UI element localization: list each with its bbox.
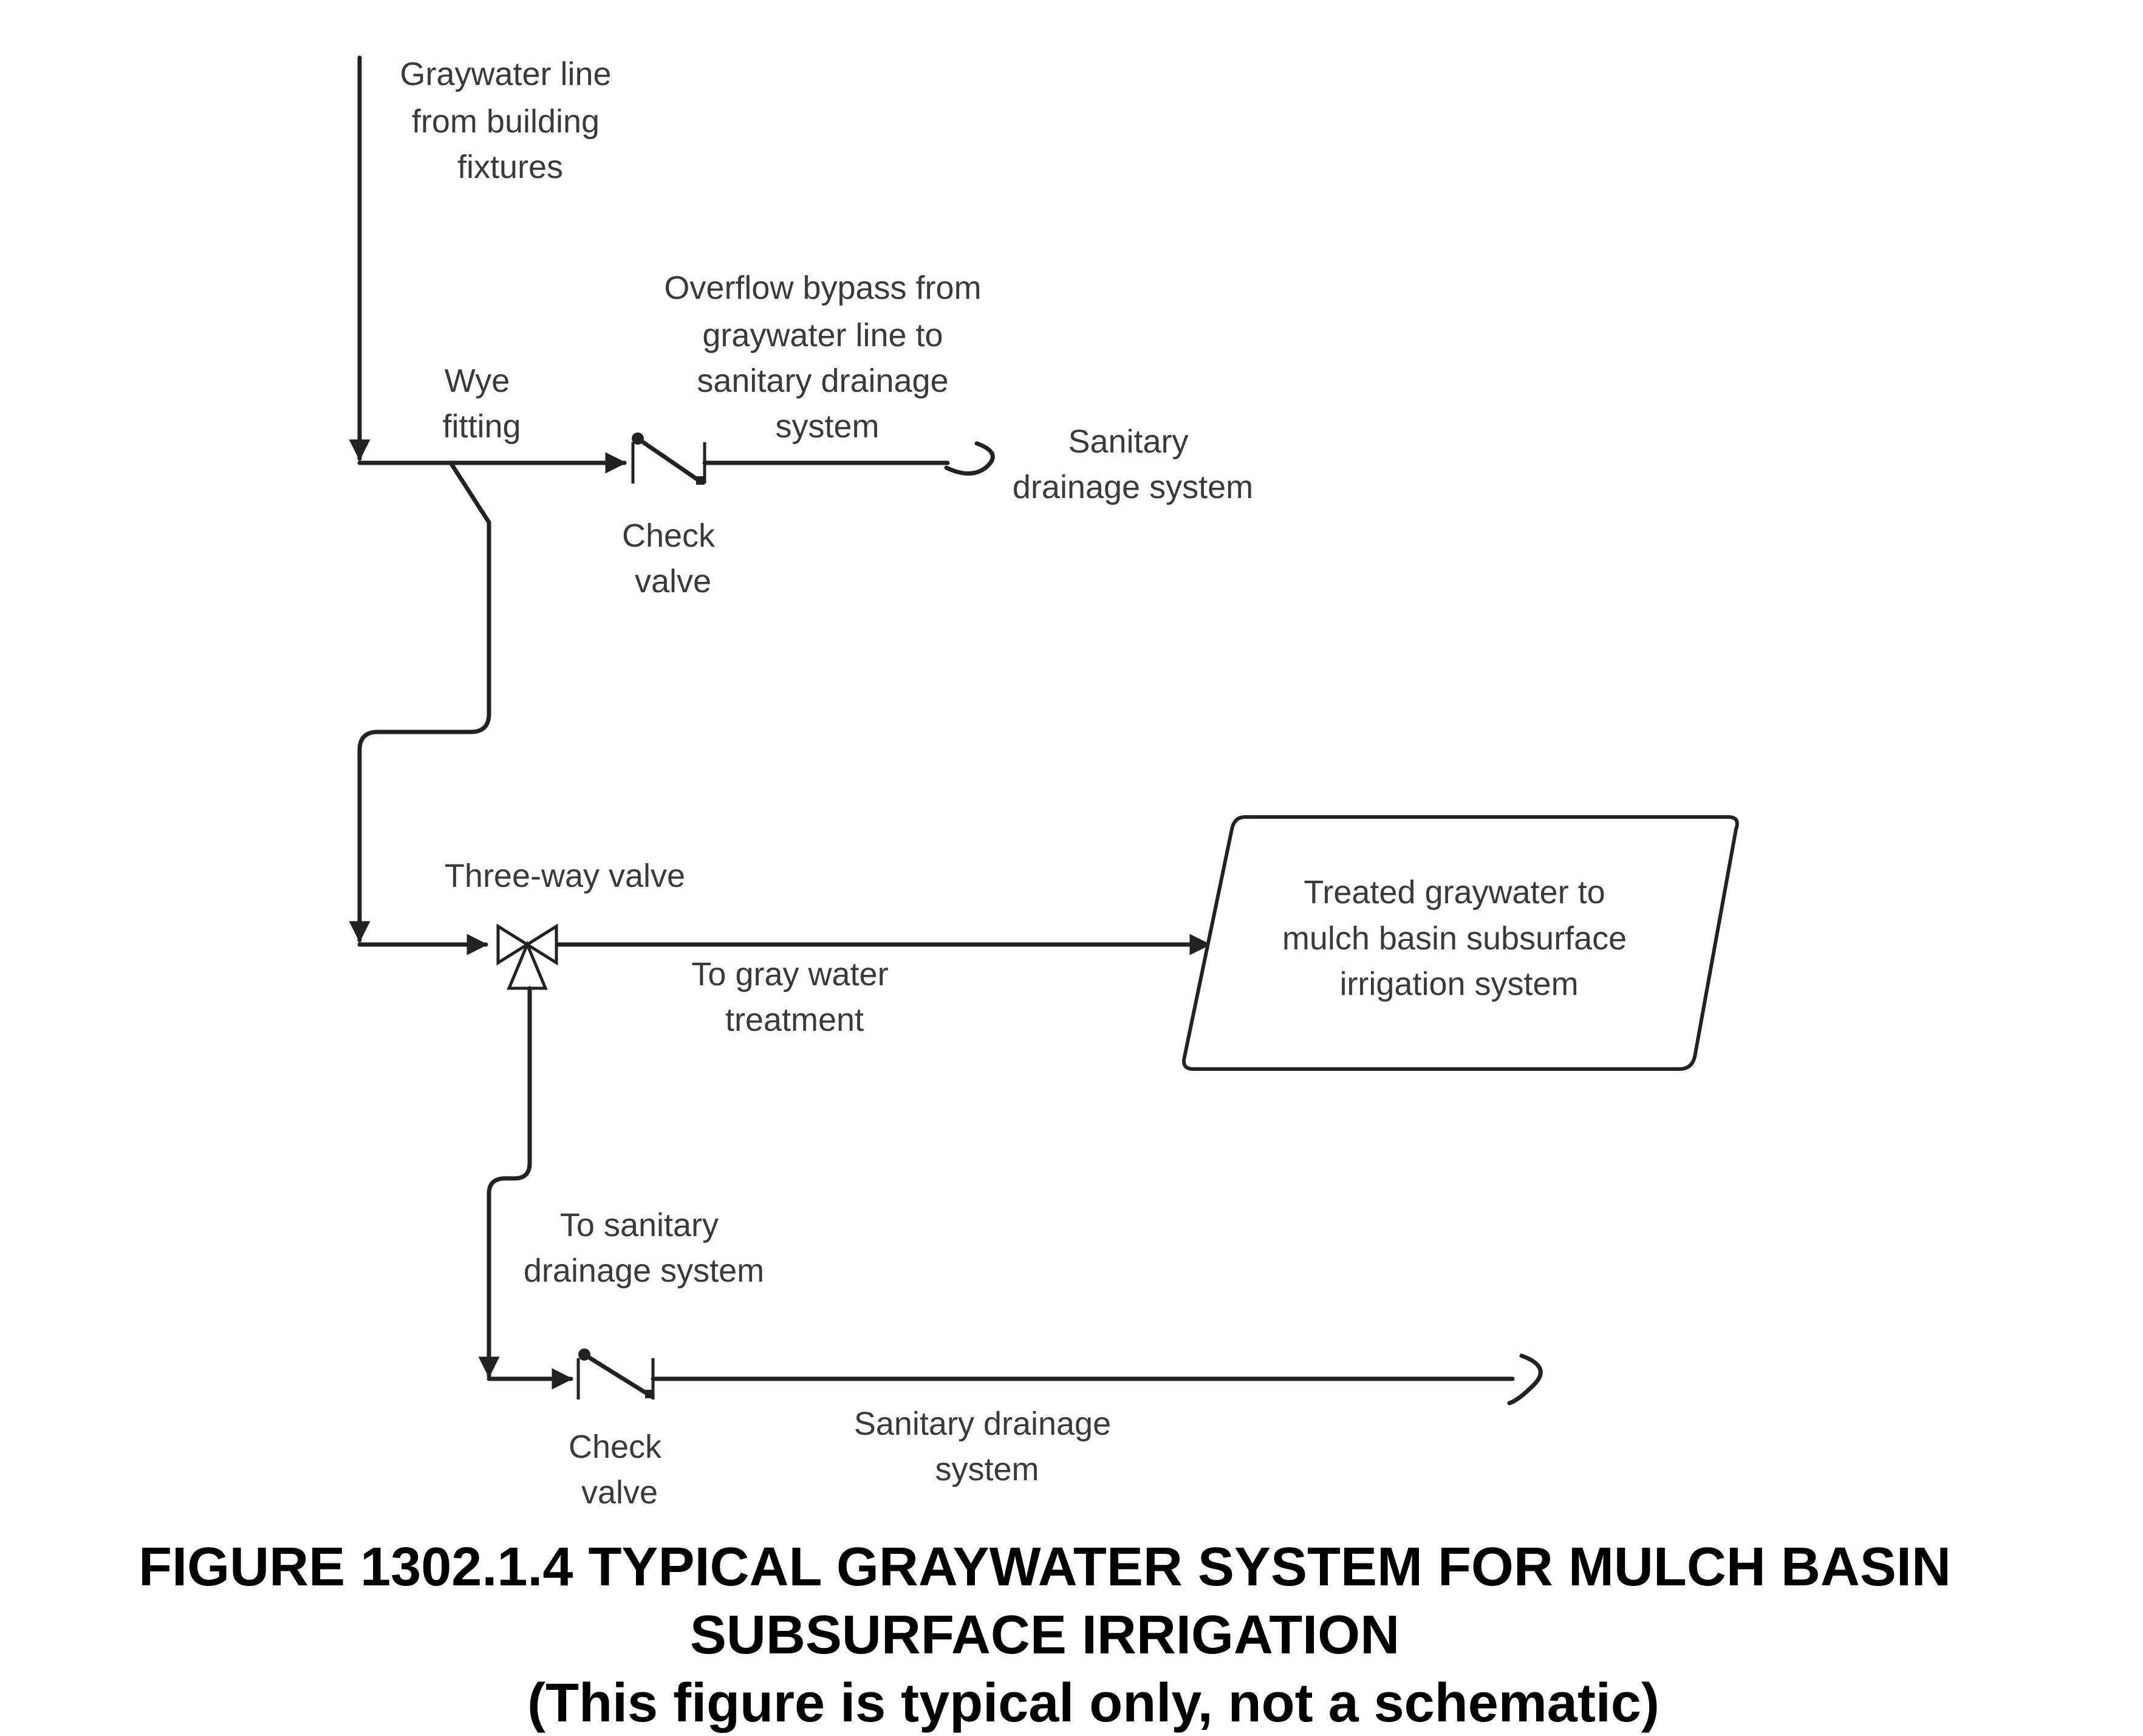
figure-caption-line1: FIGURE 1302.1.4 TYPICAL GRAYWATER SYSTEM… [138, 1537, 1951, 1598]
check-valve-top-label: Check valve [622, 518, 724, 600]
wye-branch-pipe [349, 460, 491, 943]
figure-caption-line2: SUBSURFACE IRRIGATION [690, 1605, 1400, 1666]
to-sanitary-pipe [478, 986, 532, 1378]
sanitary-trap-bottom-icon [1507, 1353, 1543, 1406]
sanitary-top-label: Sanitary drainage system [1013, 423, 1253, 505]
to-treatment-label: To gray water treatment [691, 956, 897, 1038]
sanitary-bottom-label: Sanitary drainage system [854, 1406, 1120, 1488]
three-way-valve-label: Three-way valve [445, 858, 685, 894]
check-valve-bottom-label: Check valve [569, 1429, 671, 1511]
check-valve-bottom-icon [576, 1348, 655, 1399]
treated-graywater-label: Treated graywater to mulch basin subsurf… [1282, 874, 1636, 1002]
wye-fitting-label: Wye fitting [442, 363, 521, 445]
check-valve-top-icon [631, 432, 706, 485]
treated-graywater-box [1182, 815, 1739, 1071]
graywater-line-label: Graywater line from building fixtures [400, 56, 620, 185]
figure-caption-line3: (This figure is typical only, not a sche… [527, 1673, 1659, 1734]
overflow-bypass-label: Overflow bypass from graywater line to s… [664, 270, 990, 445]
sanitary-trap-top-icon [944, 441, 995, 476]
three-way-valve-icon [496, 923, 558, 990]
to-sanitary-label: To sanitary drainage system [524, 1207, 764, 1289]
